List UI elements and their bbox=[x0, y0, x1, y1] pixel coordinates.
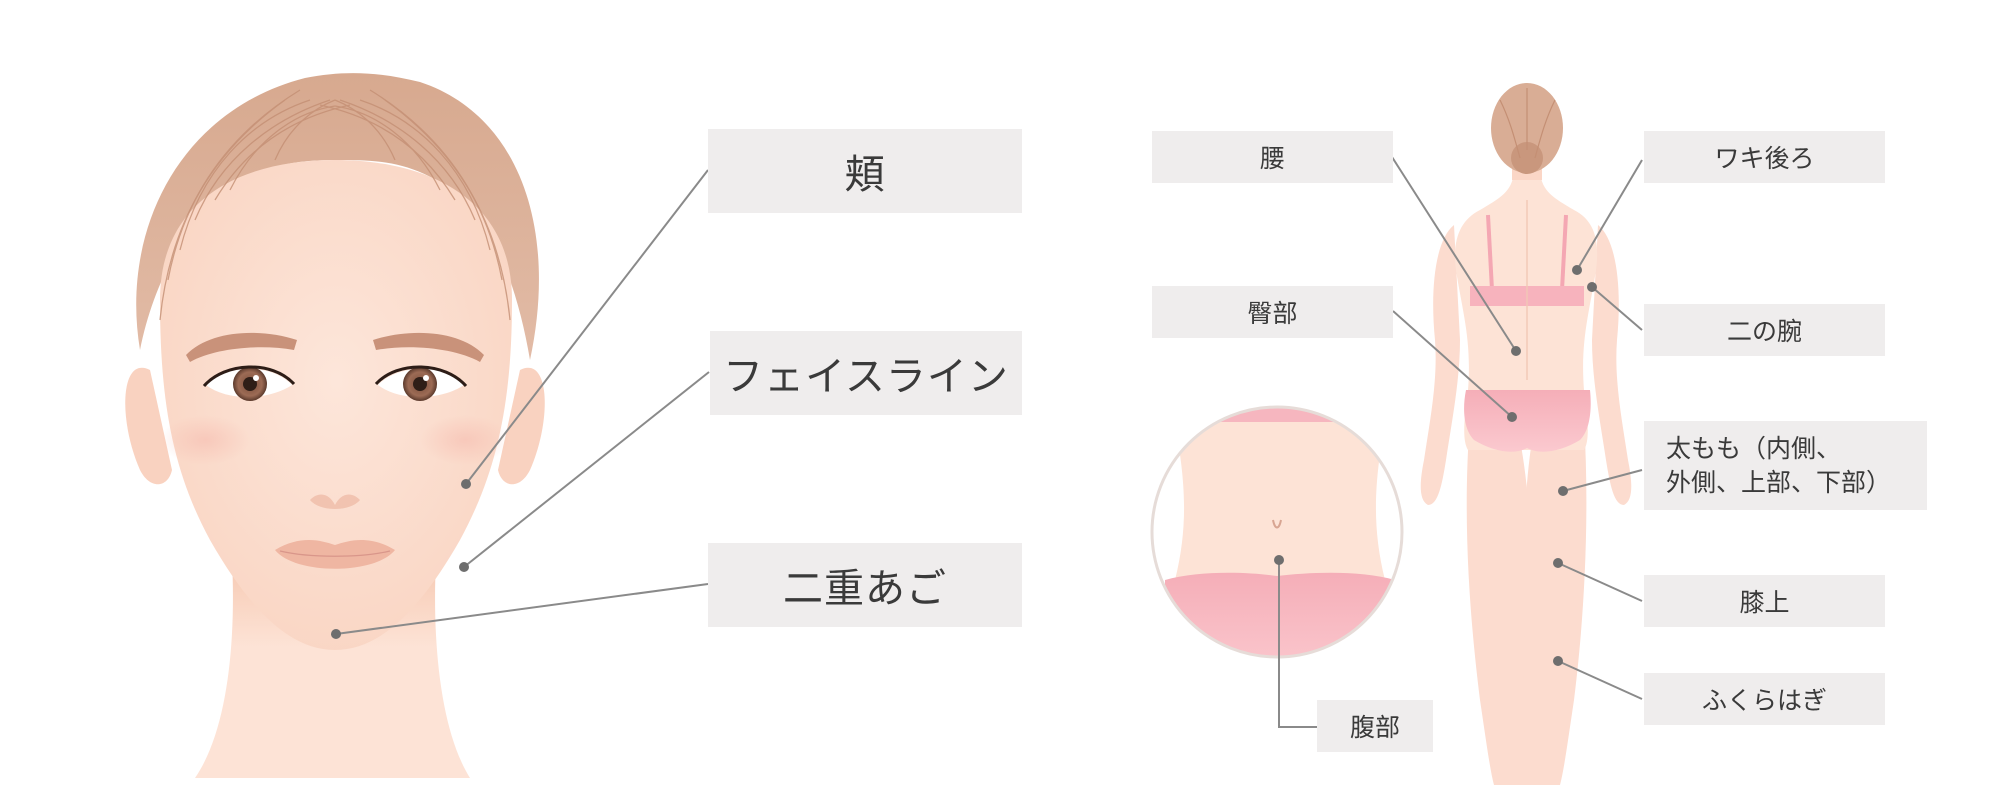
double-chin-label: 二重あご bbox=[708, 543, 1022, 627]
body-illustration bbox=[1420, 83, 1632, 785]
cheek-marker bbox=[461, 479, 471, 489]
right-eyebrow bbox=[373, 332, 484, 362]
hair-bun bbox=[1511, 142, 1543, 174]
lips bbox=[275, 540, 395, 569]
upper-arm-marker bbox=[1587, 282, 1597, 292]
calf-marker bbox=[1553, 656, 1563, 666]
abdomen-marker bbox=[1274, 555, 1284, 565]
waist-marker bbox=[1511, 346, 1521, 356]
nose bbox=[310, 494, 360, 509]
left-leg bbox=[1466, 420, 1533, 785]
calf-label: ふくらはぎ bbox=[1644, 673, 1885, 725]
right-arm bbox=[1592, 225, 1632, 505]
faceline-label: フェイスライン bbox=[710, 331, 1022, 415]
right-leg bbox=[1523, 420, 1587, 785]
left-ear bbox=[125, 367, 172, 485]
left-eyebrow bbox=[186, 332, 297, 362]
back-of-underarm-label: ワキ後ろ bbox=[1644, 131, 1885, 183]
face bbox=[160, 160, 512, 650]
buttocks-marker bbox=[1507, 412, 1517, 422]
left-blush bbox=[160, 415, 250, 465]
abdomen-label: 腹部 bbox=[1317, 700, 1433, 752]
thigh-marker bbox=[1558, 486, 1568, 496]
waist-label: 腰 bbox=[1152, 131, 1393, 183]
face-illustration bbox=[125, 73, 545, 778]
underwear bbox=[1464, 390, 1591, 452]
upper-arm-label: 二の腕 bbox=[1644, 304, 1885, 356]
above-knee-marker bbox=[1553, 558, 1563, 568]
cheek-label: 頬 bbox=[708, 129, 1022, 213]
buttocks-label: 臀部 bbox=[1152, 286, 1393, 338]
above-knee-label: 膝上 bbox=[1644, 575, 1885, 627]
left-eye bbox=[202, 365, 296, 401]
back-of-underarm-marker bbox=[1572, 265, 1582, 275]
double-chin-marker bbox=[331, 629, 341, 639]
face-leader-lines bbox=[335, 169, 710, 635]
thigh-label: 太もも（内側、 外側、上部、下部） bbox=[1644, 421, 1927, 510]
right-blush bbox=[420, 415, 510, 465]
body-leader-lines bbox=[1278, 156, 1643, 728]
faceline-marker bbox=[459, 562, 469, 572]
thigh-label-line-1: 太もも（内側、 bbox=[1666, 433, 1842, 463]
thigh-label-line-2: 外側、上部、下部） bbox=[1666, 467, 1892, 497]
left-arm bbox=[1420, 225, 1460, 505]
right-eye bbox=[374, 365, 468, 401]
